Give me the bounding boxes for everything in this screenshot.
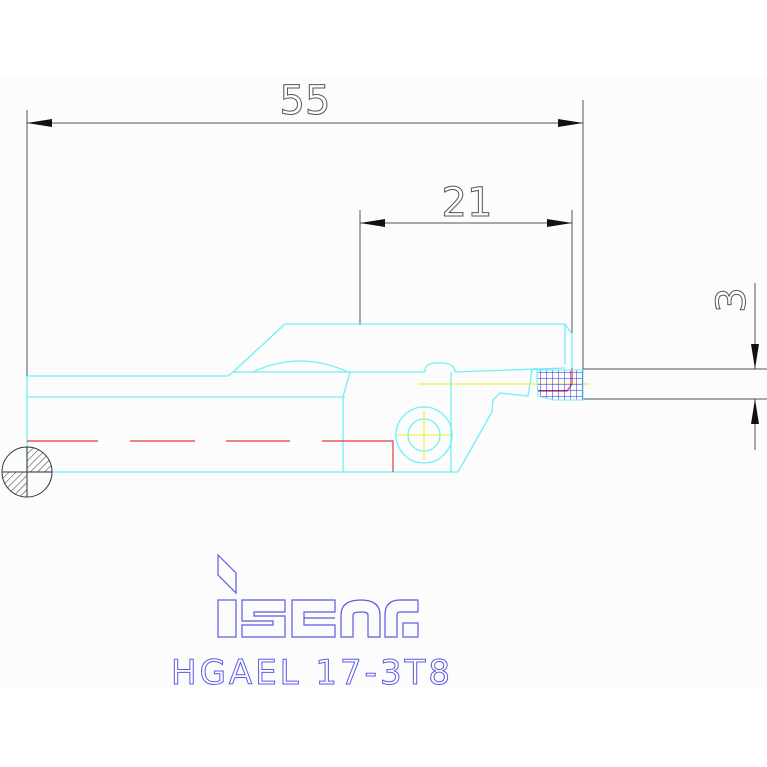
projection-symbol-icon xyxy=(1,446,53,498)
arrowhead-icon xyxy=(751,399,759,424)
grooving-insert xyxy=(536,369,584,401)
drawing-sheet xyxy=(0,78,767,687)
dimension-55-label: 55 xyxy=(280,78,331,124)
arrowhead-icon xyxy=(558,119,583,127)
arrowhead-icon xyxy=(547,219,572,227)
arrowhead-icon xyxy=(360,219,385,227)
dimension-21 xyxy=(359,210,573,370)
tool-holder-outline xyxy=(26,323,573,473)
dimension-55 xyxy=(26,100,584,376)
dimension-3 xyxy=(583,283,767,450)
arrowhead-icon xyxy=(751,344,759,369)
arrowhead-icon xyxy=(27,119,52,127)
dimension-3-label: 3 xyxy=(709,287,755,312)
brand-logo xyxy=(217,553,419,638)
hidden-lines xyxy=(27,368,573,472)
dimension-21-label: 21 xyxy=(442,180,493,226)
tool-designation: HGAEL 17-3T8 xyxy=(171,653,453,693)
